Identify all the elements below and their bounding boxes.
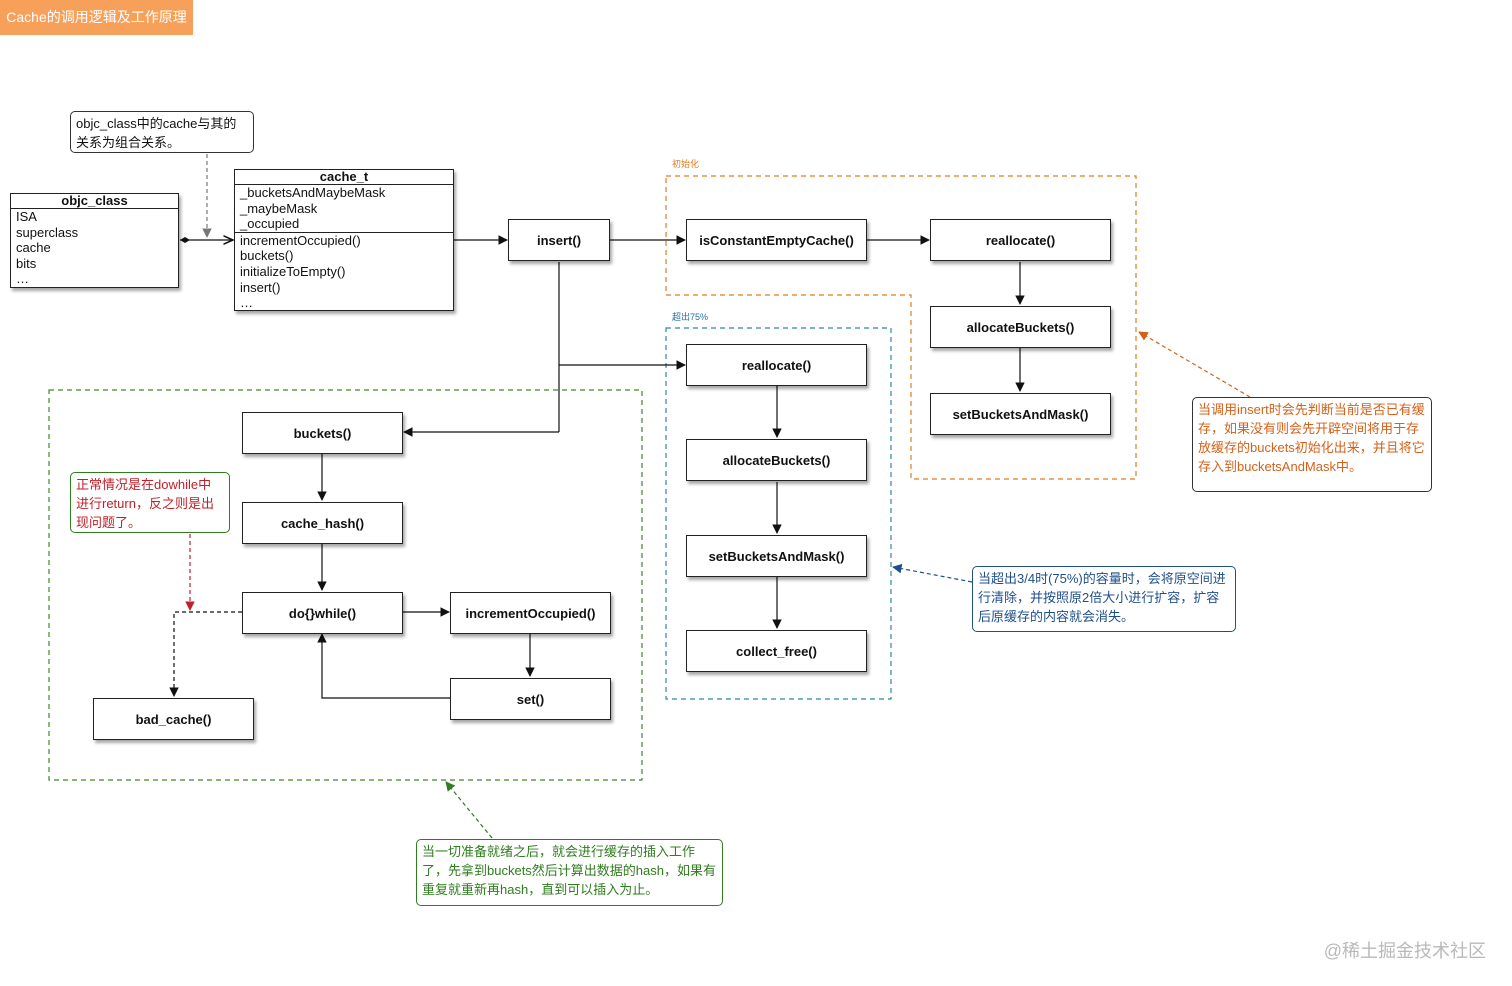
cache-t-method: buckets() xyxy=(240,248,294,264)
node-buckets: buckets() xyxy=(242,412,403,454)
init-note: 当调用insert时会先判断当前是否已有缓存，如果没有则会先开辟空间将用于存放缓… xyxy=(1192,397,1432,492)
cache-t-method: initializeToEmpty() xyxy=(240,263,346,279)
arrow-set-back-to-do-while xyxy=(317,633,450,699)
arrow-do-while-to-bad-cache xyxy=(169,611,242,697)
objc-class-field: ISA xyxy=(16,209,37,224)
node-set: set() xyxy=(450,678,611,720)
insert-work-note: 当一切准备就绪之后，就会进行缓存的插入工作了，先拿到buckets然后计算出数据… xyxy=(416,839,723,906)
overflow-note-pointer xyxy=(892,563,973,583)
cache-t-field: _bucketsAndMaybeMask xyxy=(240,185,386,200)
node-is-constant-empty-cache: isConstantEmptyCache() xyxy=(686,219,867,261)
node-collect-free: collect_free() xyxy=(686,630,867,672)
cache-t-field: _occupied xyxy=(240,216,300,232)
objc-class-title: objc_class xyxy=(11,194,178,209)
node-bad-cache: bad_cache() xyxy=(93,698,254,740)
objc-class-field: superclass xyxy=(16,224,79,240)
cache-t-method: insert() xyxy=(240,279,281,295)
objc-class-field: bits xyxy=(16,255,37,271)
node-init-reallocate: reallocate() xyxy=(930,219,1111,261)
node-cache-hash: cache_hash() xyxy=(242,502,403,544)
dowhile-note: 正常情况是在dowhile中进行return，反之则是出现问题了。 xyxy=(70,472,230,533)
node-over-reallocate: reallocate() xyxy=(686,344,867,386)
insert-note-pointer xyxy=(445,781,493,839)
composition-note: objc_class中的cache与其的关系为组合关系。 xyxy=(70,111,254,153)
init-zone-label: 初始化 xyxy=(672,159,700,169)
overflow-zone-label: 超出75% xyxy=(672,312,709,322)
objc-class-field: … xyxy=(16,271,29,287)
objc-class-field: cache xyxy=(16,240,51,256)
init-zone-border xyxy=(665,175,1137,480)
node-init-set-buckets-and-mask: setBucketsAndMask() xyxy=(930,393,1111,435)
node-over-set-buckets-and-mask: setBucketsAndMask() xyxy=(686,535,867,577)
cache-t-title: cache_t xyxy=(235,170,453,185)
node-increment-occupied: incrementOccupied() xyxy=(450,592,611,634)
overflow-note: 当超出3/4时(75%)的容量时，会将原空间进行清除，并按照原2倍大小进行扩容，… xyxy=(972,566,1236,632)
objc-class-box: objc_class ISA superclass cache bits … xyxy=(10,193,179,288)
overflow-zone-border xyxy=(665,327,892,700)
diagram-title: Cache的调用逻辑及工作原理 xyxy=(0,0,193,35)
node-do-while: do{}while() xyxy=(242,592,403,634)
watermark: @稀土掘金技术社区 xyxy=(1323,941,1486,961)
node-over-allocate-buckets: allocateBuckets() xyxy=(686,439,867,481)
cache-t-field: _maybeMask xyxy=(240,200,318,216)
cache-t-method: … xyxy=(240,295,253,311)
cache-t-method: incrementOccupied() xyxy=(240,232,361,248)
node-insert: insert() xyxy=(508,219,610,261)
insert-zone-border xyxy=(48,389,643,781)
node-init-allocate-buckets: allocateBuckets() xyxy=(930,306,1111,348)
init-note-pointer xyxy=(1138,331,1251,398)
cache-t-box: cache_t _bucketsAndMaybeMask _maybeMask … xyxy=(234,169,454,311)
